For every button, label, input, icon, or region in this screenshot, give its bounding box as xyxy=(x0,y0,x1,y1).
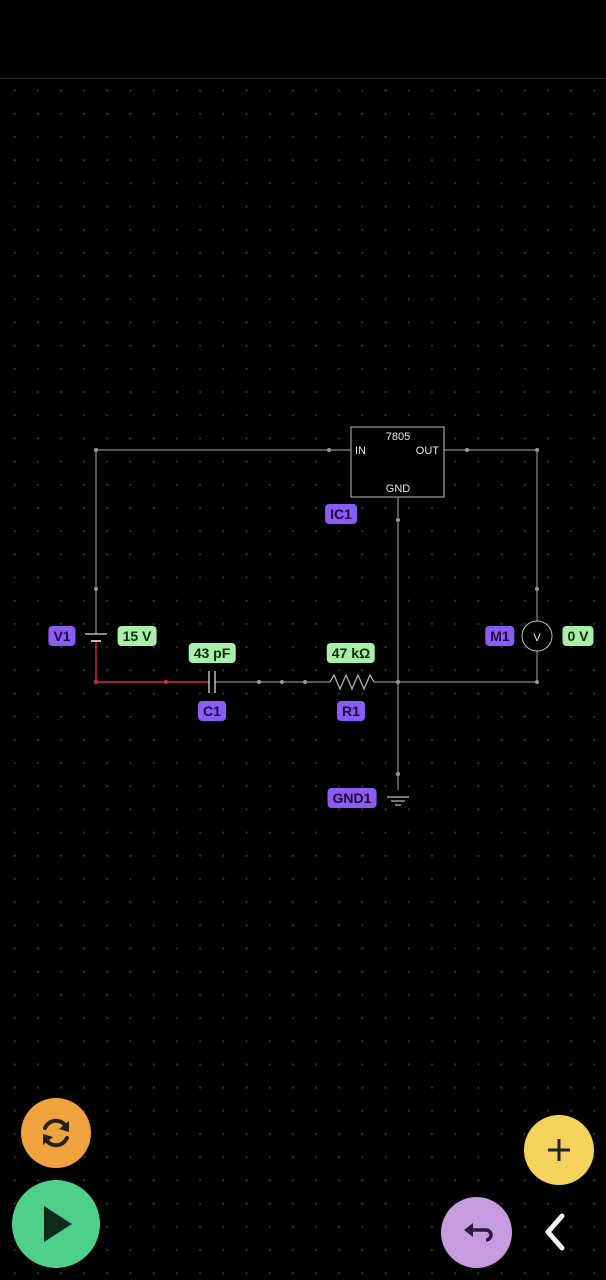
capacitor-c1[interactable] xyxy=(208,671,216,693)
chevron-left-icon xyxy=(545,1213,565,1251)
active-wire[interactable] xyxy=(95,641,209,683)
play-icon xyxy=(44,1206,72,1242)
meter-symbol: V xyxy=(533,632,541,644)
c1-value-label[interactable]: 43 pF xyxy=(188,643,236,663)
ic-pin-out: OUT xyxy=(416,445,440,457)
plus-icon xyxy=(548,1139,570,1161)
r1-name-label[interactable]: R1 xyxy=(337,701,365,721)
ic-7805[interactable]: 7805 IN OUT GND xyxy=(350,426,445,498)
m1-name-label[interactable]: M1 xyxy=(485,626,515,646)
voltmeter-m1[interactable]: V xyxy=(521,620,553,652)
ground-symbol[interactable] xyxy=(387,796,409,806)
sync-icon xyxy=(43,1118,69,1148)
m1-value-label[interactable]: 0 V xyxy=(562,626,594,646)
wires xyxy=(95,449,538,790)
undo-button[interactable] xyxy=(441,1197,512,1268)
resistor-r1[interactable] xyxy=(329,673,375,691)
circuit-canvas[interactable] xyxy=(0,79,606,1280)
r1-value-label[interactable]: 47 kΩ xyxy=(326,643,376,663)
ic-pin-in: IN xyxy=(355,445,366,457)
top-bar xyxy=(0,0,606,79)
undo-icon xyxy=(463,1222,493,1242)
nodes xyxy=(94,448,539,776)
c1-name-label[interactable]: C1 xyxy=(198,701,226,721)
ic1-name-label[interactable]: IC1 xyxy=(325,504,357,524)
v1-name-label[interactable]: V1 xyxy=(48,626,76,646)
ic-part-label: 7805 xyxy=(386,431,410,443)
sync-button[interactable] xyxy=(21,1098,91,1168)
add-component-button[interactable] xyxy=(524,1115,594,1185)
battery-v1[interactable] xyxy=(85,633,107,642)
gnd1-name-label[interactable]: GND1 xyxy=(327,788,377,808)
ic-pin-gnd: GND xyxy=(386,483,411,495)
play-button[interactable] xyxy=(12,1180,100,1268)
v1-value-label[interactable]: 15 V xyxy=(117,626,157,646)
back-button[interactable] xyxy=(533,1210,577,1254)
